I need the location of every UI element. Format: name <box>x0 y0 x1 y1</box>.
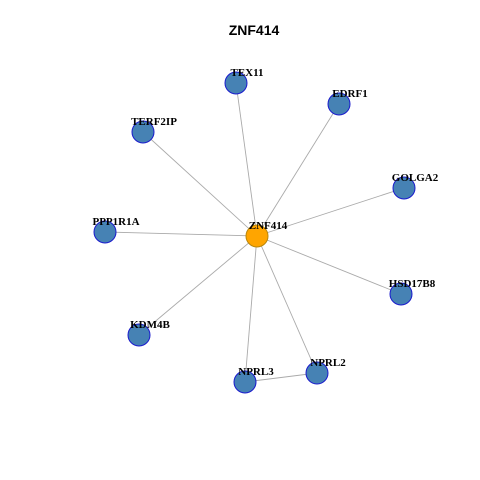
node-circle-hsd17b8 <box>389 282 413 306</box>
node-circle-terf2ip <box>131 120 155 144</box>
node-circle-kdm4b <box>127 323 151 347</box>
node-label-terf2ip: TERF2IP <box>131 116 177 128</box>
edge-znf414-edrf1 <box>256 103 340 237</box>
node-kdm4b: KDM4B <box>127 319 171 347</box>
node-label-tex11: TEX11 <box>230 67 263 79</box>
edge-znf414-nprl3 <box>244 235 258 383</box>
node-tex11: TEX11 <box>224 67 264 95</box>
node-znf414: ZNF414 <box>245 220 288 248</box>
node-label-kdm4b: KDM4B <box>130 319 170 331</box>
node-circle-znf414 <box>245 224 269 248</box>
node-hsd17b8: HSD17B8 <box>389 278 436 306</box>
node-terf2ip: TERF2IP <box>131 116 177 144</box>
node-circle-ppp1r1a <box>93 220 117 244</box>
node-nprl3: NPRL3 <box>233 366 274 394</box>
node-label-nprl3: NPRL3 <box>238 366 274 378</box>
node-label-nprl2: NPRL2 <box>310 357 346 369</box>
node-edrf1: EDRF1 <box>327 88 368 116</box>
edge-znf414-ppp1r1a <box>104 231 258 237</box>
node-circle-nprl3 <box>233 370 257 394</box>
node-ppp1r1a: PPP1R1A <box>92 216 140 244</box>
node-circle-edrf1 <box>327 92 351 116</box>
node-label-edrf1: EDRF1 <box>332 88 367 100</box>
node-label-ppp1r1a: PPP1R1A <box>92 216 139 228</box>
node-circle-tex11 <box>224 71 248 95</box>
graph-title: ZNF414 <box>229 22 280 38</box>
edge-znf414-tex11 <box>235 82 258 237</box>
edge-nprl3-nprl2 <box>244 372 318 383</box>
edge-znf414-golga2 <box>256 187 405 237</box>
node-golga2: GOLGA2 <box>392 172 439 200</box>
node-label-hsd17b8: HSD17B8 <box>389 278 436 290</box>
edge-znf414-terf2ip <box>142 131 258 237</box>
node-circle-nprl2 <box>305 361 329 385</box>
node-nprl2: NPRL2 <box>305 357 346 385</box>
node-label-znf414: ZNF414 <box>249 220 288 232</box>
node-circle-golga2 <box>392 176 416 200</box>
edge-znf414-hsd17b8 <box>256 235 402 295</box>
edge-znf414-kdm4b <box>138 235 258 336</box>
edge-znf414-nprl2 <box>256 235 318 374</box>
edge-layer <box>104 82 405 383</box>
node-label-golga2: GOLGA2 <box>392 172 439 184</box>
